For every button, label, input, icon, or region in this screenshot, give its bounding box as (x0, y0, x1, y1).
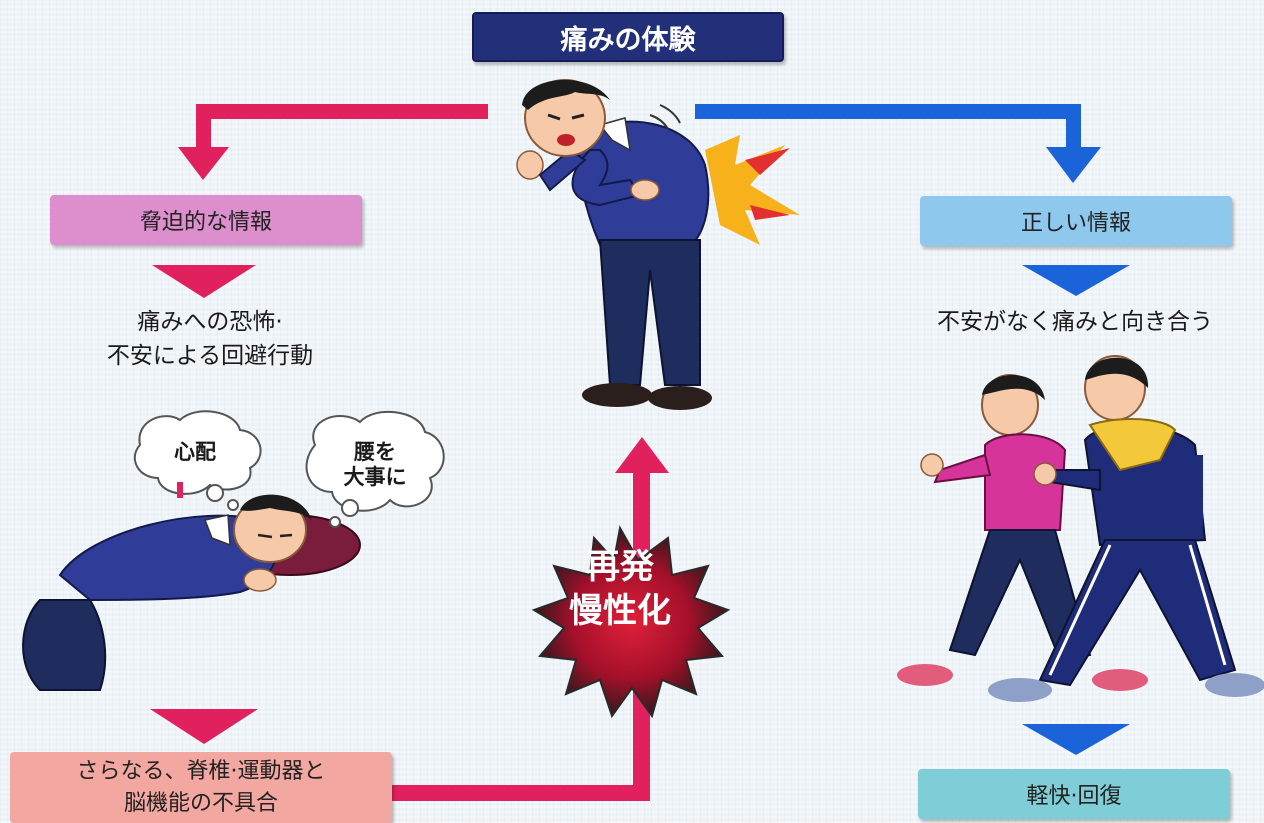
burst-star (531, 525, 731, 719)
fear-avoidance-line-1: 痛みへの恐怖· (137, 309, 283, 335)
bubble-back-line-1: 腰を (354, 440, 396, 464)
dysfunction-box: さらなる、脊椎·運動器と 脳機能の不具合 (10, 752, 392, 823)
title-text: 痛みの体験 (560, 24, 696, 56)
thought-bubble-back (305, 410, 445, 528)
right-top-arrow (695, 104, 1101, 183)
face-pain-text: 不安がなく痛みと向き合う (937, 309, 1213, 335)
lying-man-illustration (22, 494, 361, 691)
correct-info-label: 正しい情報 (1020, 211, 1131, 236)
recovery-label: 軽快·回復 (1026, 784, 1122, 809)
burst-line-1: 再発 (586, 547, 654, 587)
man-in-pain-illustration (516, 79, 800, 410)
walking-couple-illustration (897, 355, 1264, 702)
bubble-back-line-2: 大事に (343, 465, 407, 489)
left-down-triangle-1 (152, 265, 256, 298)
correct-info-box: 正しい情報 (920, 196, 1232, 246)
thought-bubble-worry (133, 410, 262, 511)
bubble-worry-text: 心配 (174, 440, 216, 464)
right-down-triangle-1 (1022, 265, 1130, 296)
burst-line-2: 慢性化 (569, 591, 671, 631)
title-box: 痛みの体験 (472, 12, 784, 62)
fear-avoidance-text: 痛みへの恐怖· 不安による回避行動 (20, 305, 400, 373)
left-down-triangle-2 (150, 709, 258, 744)
bubble-back-text: 腰を 大事に (325, 440, 425, 490)
dysfunction-line-1: さらなる、脊椎·運動器と (76, 758, 326, 784)
dysfunction-line-2: 脳機能の不具合 (123, 790, 278, 816)
fear-avoidance-line-2: 不安による回避行動 (106, 343, 314, 369)
right-down-triangle-2 (1022, 724, 1130, 755)
recovery-box: 軽快·回復 (918, 769, 1230, 819)
threatening-info-label: 脅迫的な情報 (139, 210, 272, 235)
burst-text: 再発 慢性化 (500, 545, 740, 633)
threatening-info-box: 脅迫的な情報 (50, 195, 362, 245)
left-top-arrow (178, 104, 488, 180)
